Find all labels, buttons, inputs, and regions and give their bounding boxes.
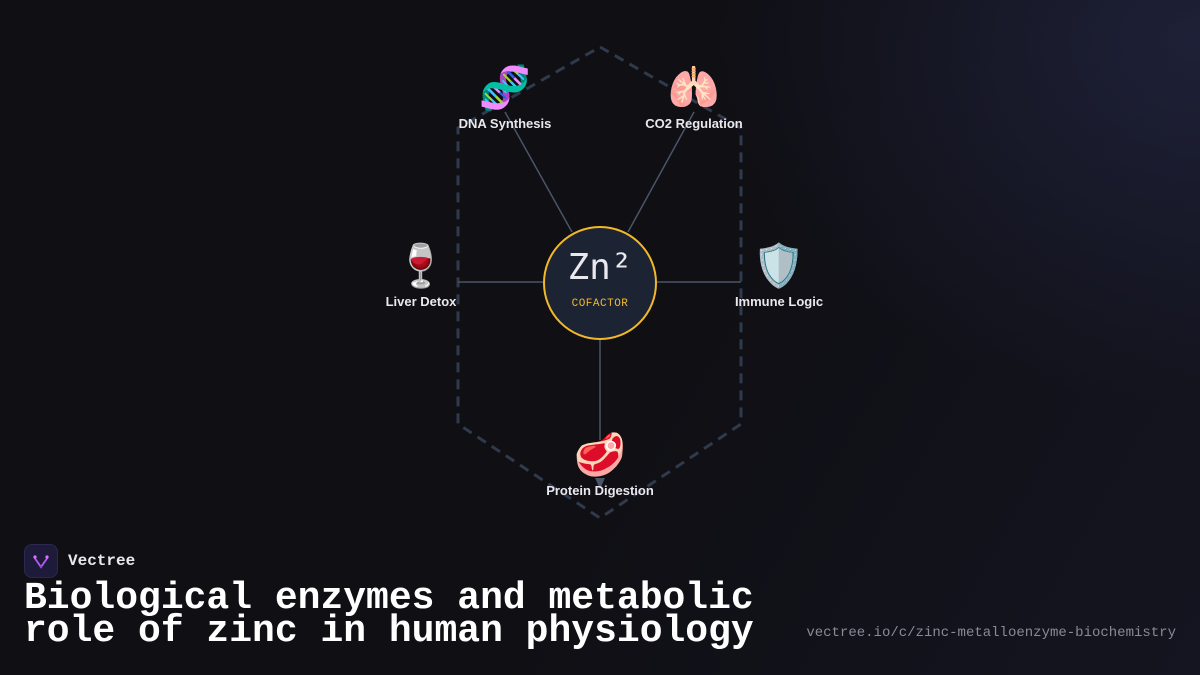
- vectree-logo-icon: [24, 544, 58, 578]
- brand: Vectree: [24, 544, 135, 578]
- protein-pointer: [595, 478, 605, 489]
- page-title: Biological enzymes and metabolic role of…: [24, 577, 754, 653]
- node-protein-digestion: 🥩 Protein Digestion: [510, 430, 690, 499]
- connector-dna: [504, 111, 573, 233]
- node-co2-regulation: 🫁 CO2 Regulation: [604, 63, 784, 132]
- node-dna-synthesis: 🧬 DNA Synthesis: [415, 63, 595, 132]
- source-url: vectree.io/c/zinc-metalloenzyme-biochemi…: [806, 625, 1176, 641]
- node-label: CO2 Regulation: [645, 116, 743, 131]
- node-label: Immune Logic: [734, 294, 824, 309]
- brand-name: Vectree: [68, 552, 136, 570]
- connector-co2: [627, 111, 695, 233]
- node-label: DNA Synthesis: [458, 116, 552, 131]
- zinc-cofactor-node: Zn² COFACTOR: [543, 226, 657, 340]
- node-label: Liver Detox: [385, 294, 457, 309]
- zinc-symbol: Zn²: [567, 247, 633, 288]
- cofactor-label: COFACTOR: [571, 298, 629, 310]
- node-liver-detox: 🍷 Liver Detox: [331, 241, 511, 310]
- node-label: Protein Digestion: [546, 483, 654, 498]
- lungs-icon: 🫁: [667, 63, 721, 112]
- wine-glass-icon: 🍷: [394, 241, 448, 290]
- shield-icon: 🛡️: [752, 241, 806, 290]
- meat-icon: 🥩: [573, 430, 627, 479]
- dna-icon: 🧬: [478, 63, 532, 112]
- node-immune-logic: 🛡️ Immune Logic: [689, 241, 869, 310]
- hexagon-outline: [456, 45, 743, 520]
